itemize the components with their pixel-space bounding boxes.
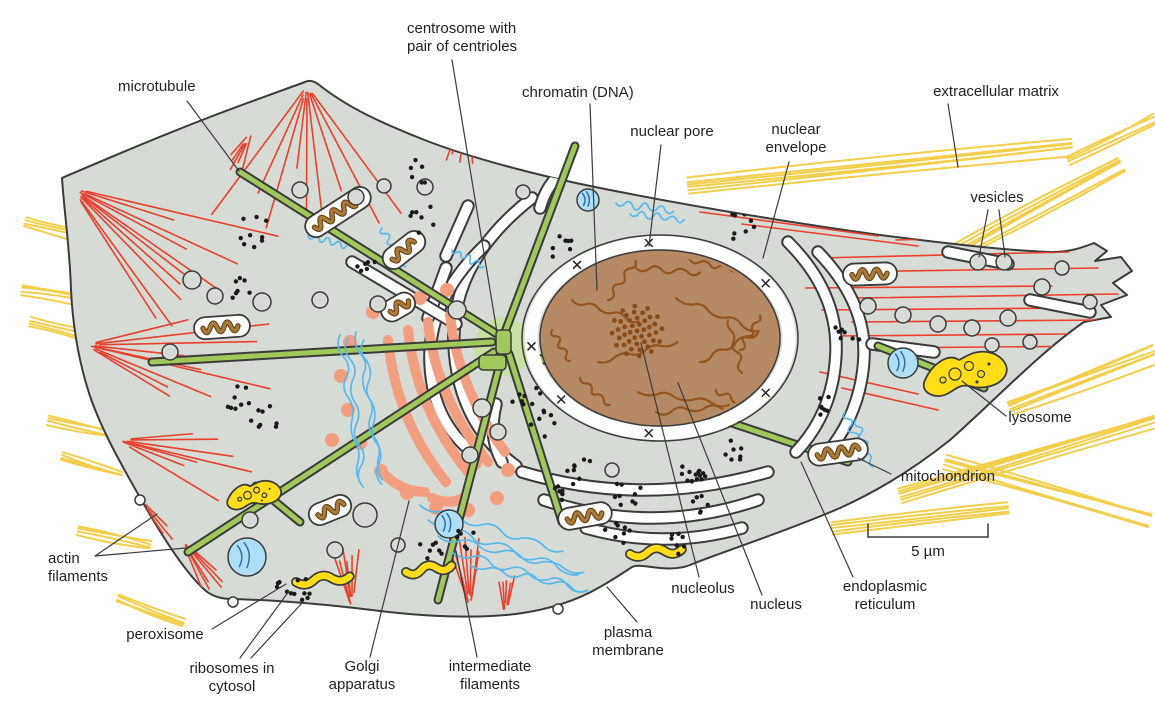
label-golgi-apparatus: Golgi apparatus (328, 658, 396, 694)
label-centrosome: centrosome with pair of centrioles (407, 20, 518, 56)
label-ribosomes: ribosomes in cytosol (189, 660, 275, 696)
label-extracellular-matrix: extracellular matrix (933, 83, 1059, 100)
label-nuclear-pore: nuclear pore (630, 123, 714, 140)
scale-bar (867, 523, 989, 538)
label-microtubule: microtubule (118, 78, 196, 95)
label-intermediate-filaments: intermediate filaments (448, 658, 532, 694)
label-actin-filaments: actin filaments (48, 550, 109, 586)
label-lysosome: lysosome (1008, 409, 1072, 426)
label-mitochondrion: mitochondrion (900, 468, 996, 485)
centriole-pair (478, 329, 512, 371)
label-chromatin: chromatin (DNA) (522, 84, 634, 101)
scale-bar-label: 5 µm (911, 543, 945, 560)
vesicle-circles (161, 178, 1098, 559)
label-plasma-membrane: plasma membrane (592, 624, 664, 660)
label-endoplasmic-reticulum: endoplasmic reticulum (842, 578, 928, 614)
label-nuclear-envelope: nuclear envelope (765, 121, 827, 157)
label-peroxisome: peroxisome (126, 626, 204, 643)
label-nucleus: nucleus (750, 596, 802, 613)
nucleus-with-envelope (521, 234, 799, 442)
label-vesicles: vesicles (970, 189, 1024, 206)
label-nucleolus: nucleolus (671, 580, 735, 597)
label-pointer-lines (94, 59, 1007, 659)
ribosome-dots (225, 101, 862, 614)
lysosome-and-peroxisomes (226, 350, 1008, 590)
